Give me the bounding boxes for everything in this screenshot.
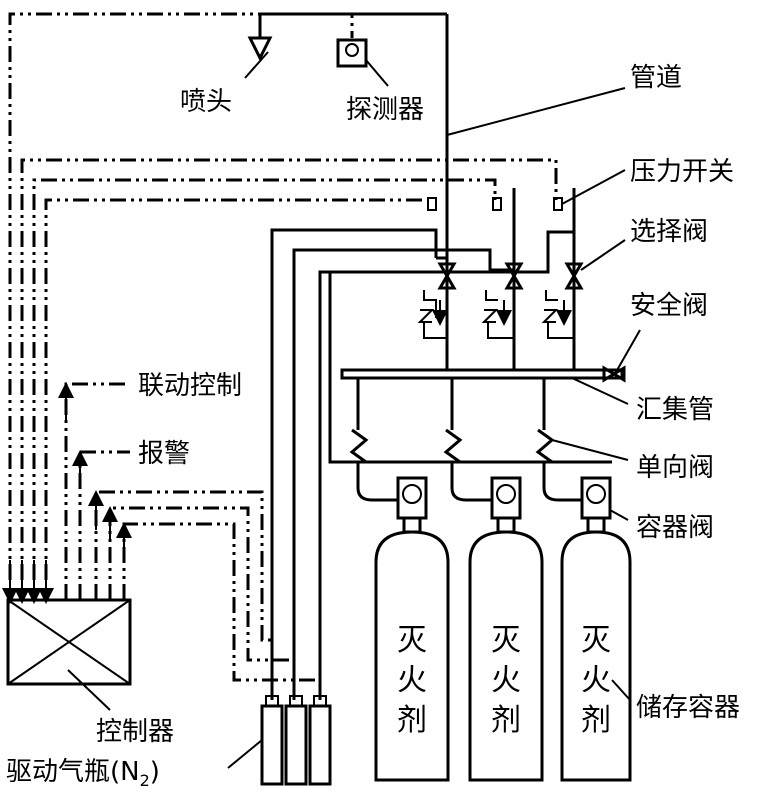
safety-valve-icon [602,365,626,383]
drive-cylinder-icons [260,695,332,786]
label-controller: 控制器 [96,717,174,747]
controller-output-lines [58,382,130,600]
label-storage-container: 储存容器 [636,693,740,723]
leader-detector [365,59,389,87]
drive-control-lines [88,490,320,682]
label-selector-valve: 选择阀 [630,217,708,247]
label-drive-cylinder-sub: 2 [140,771,150,790]
controller-box [6,598,132,686]
top-signal-lines [8,12,449,580]
leader-safety-valve [615,329,641,373]
check-valve-icons [349,428,555,464]
leader-storage-container [611,679,631,701]
label-linkage-control: 联动控制 [138,371,242,401]
label-alarm: 报警 [138,439,190,469]
branch-check-valves [417,290,574,339]
leader-selector-valve [580,239,626,271]
leader-container-valve [609,509,629,521]
leader-check-valve [551,439,629,461]
cylinder-label-3: 灭 火 剂 [581,623,611,738]
storage-cylinder-1 [374,476,450,782]
cyl2-char2: 火 [491,663,521,698]
label-drive-cylinder-main: 驱动气瓶(N [6,757,140,787]
cyl2-char3: 剂 [491,703,521,738]
label-drive-cylinder-end: ) [150,757,160,787]
selector-valve-icons [437,262,584,290]
storage-cylinder-3 [560,476,632,782]
cyl3-char3: 剂 [581,703,611,738]
pressure-switch-lines [20,158,558,580]
cyl3-char1: 灭 [581,623,611,658]
label-safety-valve: 安全阀 [630,291,708,321]
label-pressure-switch: 压力开关 [630,157,734,187]
nozzle-icon [247,36,273,62]
label-pipe: 管道 [630,63,682,93]
leader-nozzle [244,51,269,79]
drive-gas-lines [270,228,574,700]
container-connections [356,462,582,502]
manifold-pipe [340,368,624,380]
label-manifold: 汇集管 [636,395,714,425]
leader-drive-cylinder [227,739,263,769]
label-drive-cylinder: 驱动气瓶(N2) [6,757,160,790]
label-nozzle: 喷头 [180,87,232,117]
cylinder-label-1: 灭 火 剂 [397,623,427,738]
cyl1-char3: 剂 [397,703,427,738]
label-check-valve: 单向阀 [636,453,714,483]
cyl2-char1: 灭 [491,623,521,658]
cylinder-label-2: 灭 火 剂 [491,623,521,738]
label-detector: 探测器 [346,95,424,125]
leader-controller [67,669,111,711]
label-container-valve: 容器阀 [636,513,714,543]
leader-manifold [571,377,629,405]
cyl3-char2: 火 [581,663,611,698]
cyl1-char2: 火 [397,663,427,698]
pressure-switch-icons [427,197,563,211]
branch-pipes [445,188,576,370]
manifold-drops [328,272,612,464]
storage-cylinder-2 [468,476,544,782]
leader-pressure-switch [561,169,626,205]
cyl1-char1: 灭 [397,623,427,658]
controller-input-arrows [2,560,54,604]
leader-pipe [446,87,626,136]
detector-icon [336,38,368,68]
